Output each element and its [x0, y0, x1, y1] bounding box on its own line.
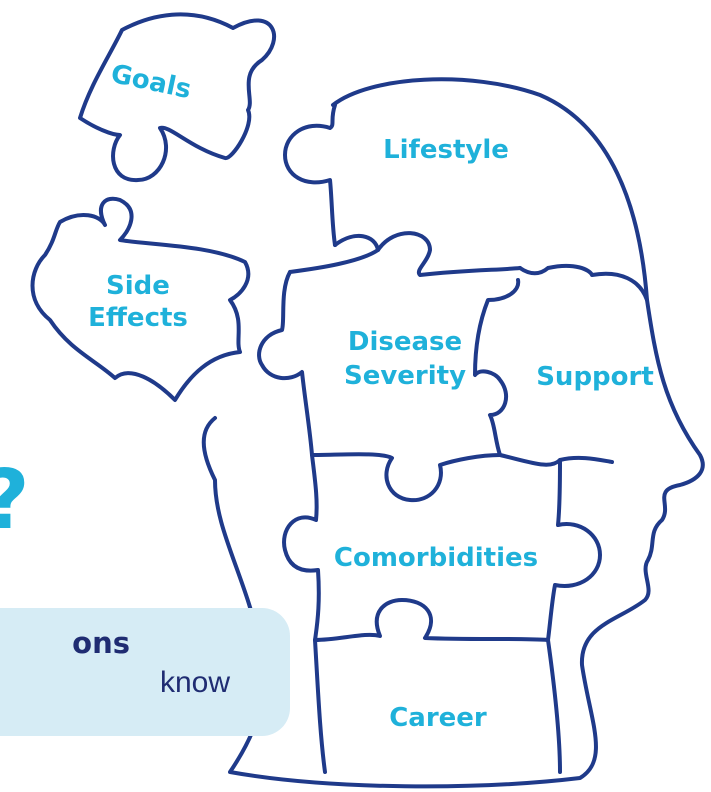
disease-severity-label-line2: Severity [344, 361, 466, 391]
callout-title-fragment: ons [72, 626, 130, 660]
comorbidities-label: Comorbidities [334, 543, 538, 573]
side-effects-label-line1: Side [106, 271, 170, 301]
lifestyle-label: Lifestyle [383, 135, 509, 165]
disease-severity-piece-outline [257, 248, 521, 503]
goals-label: Goals [108, 59, 194, 105]
lifestyle-inner-outline [333, 231, 522, 277]
callout-box: ons know [0, 608, 290, 736]
disease-severity-label-line1: Disease [348, 327, 462, 357]
career-label: Career [389, 703, 487, 733]
callout-body-fragment: know [159, 666, 230, 699]
side-effects-piece-outline [30, 196, 251, 402]
career-piece-outline [313, 638, 562, 774]
side-effects-label-line2: Effects [88, 303, 188, 333]
support-label: Support [536, 362, 654, 392]
question-mark: ? [0, 453, 30, 548]
goals-piece-outline [78, 12, 277, 183]
comorbidities-piece-outline [282, 453, 602, 642]
lifestyle-piece-outline [283, 103, 337, 247]
